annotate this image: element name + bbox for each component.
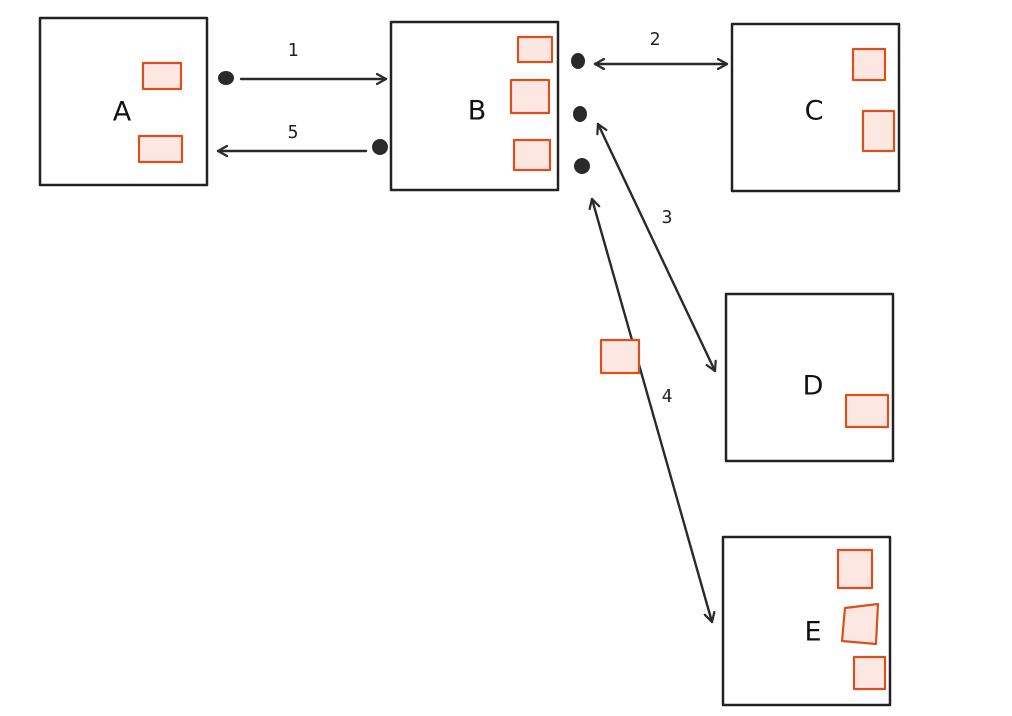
node-e-label: E xyxy=(804,617,821,648)
edge-5-source-dot xyxy=(372,139,388,155)
edge-2-label: 2 xyxy=(650,29,661,50)
node-b-label: B xyxy=(468,96,487,127)
edge-5: 5 xyxy=(216,122,388,155)
edge-2-source-dot xyxy=(571,53,585,69)
edge-3: 3 xyxy=(573,106,715,373)
edge-2: 2 xyxy=(571,29,729,69)
edge-4: 4 xyxy=(574,158,712,624)
edge-3-source-dot xyxy=(573,106,587,122)
node-c-chip-1 xyxy=(851,47,887,82)
node-c: C xyxy=(730,22,901,193)
node-c-label: C xyxy=(805,96,824,127)
node-a-chip-2 xyxy=(137,134,184,164)
edge-1-source-dot xyxy=(218,71,234,85)
node-d-label: D xyxy=(803,371,824,402)
node-c-chip-2 xyxy=(861,109,896,153)
node-d-chip-1 xyxy=(844,393,890,429)
node-e-chip-1 xyxy=(836,548,874,590)
edge-4-source-dot xyxy=(574,158,590,174)
node-e-chip-3 xyxy=(852,655,887,691)
edge-3-label: 3 xyxy=(662,207,673,228)
edge-4-label: 4 xyxy=(662,386,673,407)
node-b-chip-3 xyxy=(512,138,552,172)
edge-4-chip xyxy=(599,338,641,375)
edge-1: 1 xyxy=(218,40,388,85)
node-a-label: A xyxy=(113,97,132,128)
node-a: A xyxy=(38,16,209,187)
node-b-chip-2 xyxy=(509,78,551,115)
edge-5-label: 5 xyxy=(288,122,299,143)
node-e: E xyxy=(721,535,892,707)
node-b-chip-1 xyxy=(516,35,554,64)
node-b: B xyxy=(389,20,560,192)
edge-3-arrow xyxy=(598,122,715,373)
node-d-box xyxy=(724,292,895,463)
node-d: D xyxy=(724,292,895,463)
edge-4-arrow xyxy=(592,197,712,624)
node-e-chip-2 xyxy=(840,602,880,646)
edge-1-label: 1 xyxy=(288,40,299,61)
node-a-chip-1 xyxy=(141,61,183,91)
